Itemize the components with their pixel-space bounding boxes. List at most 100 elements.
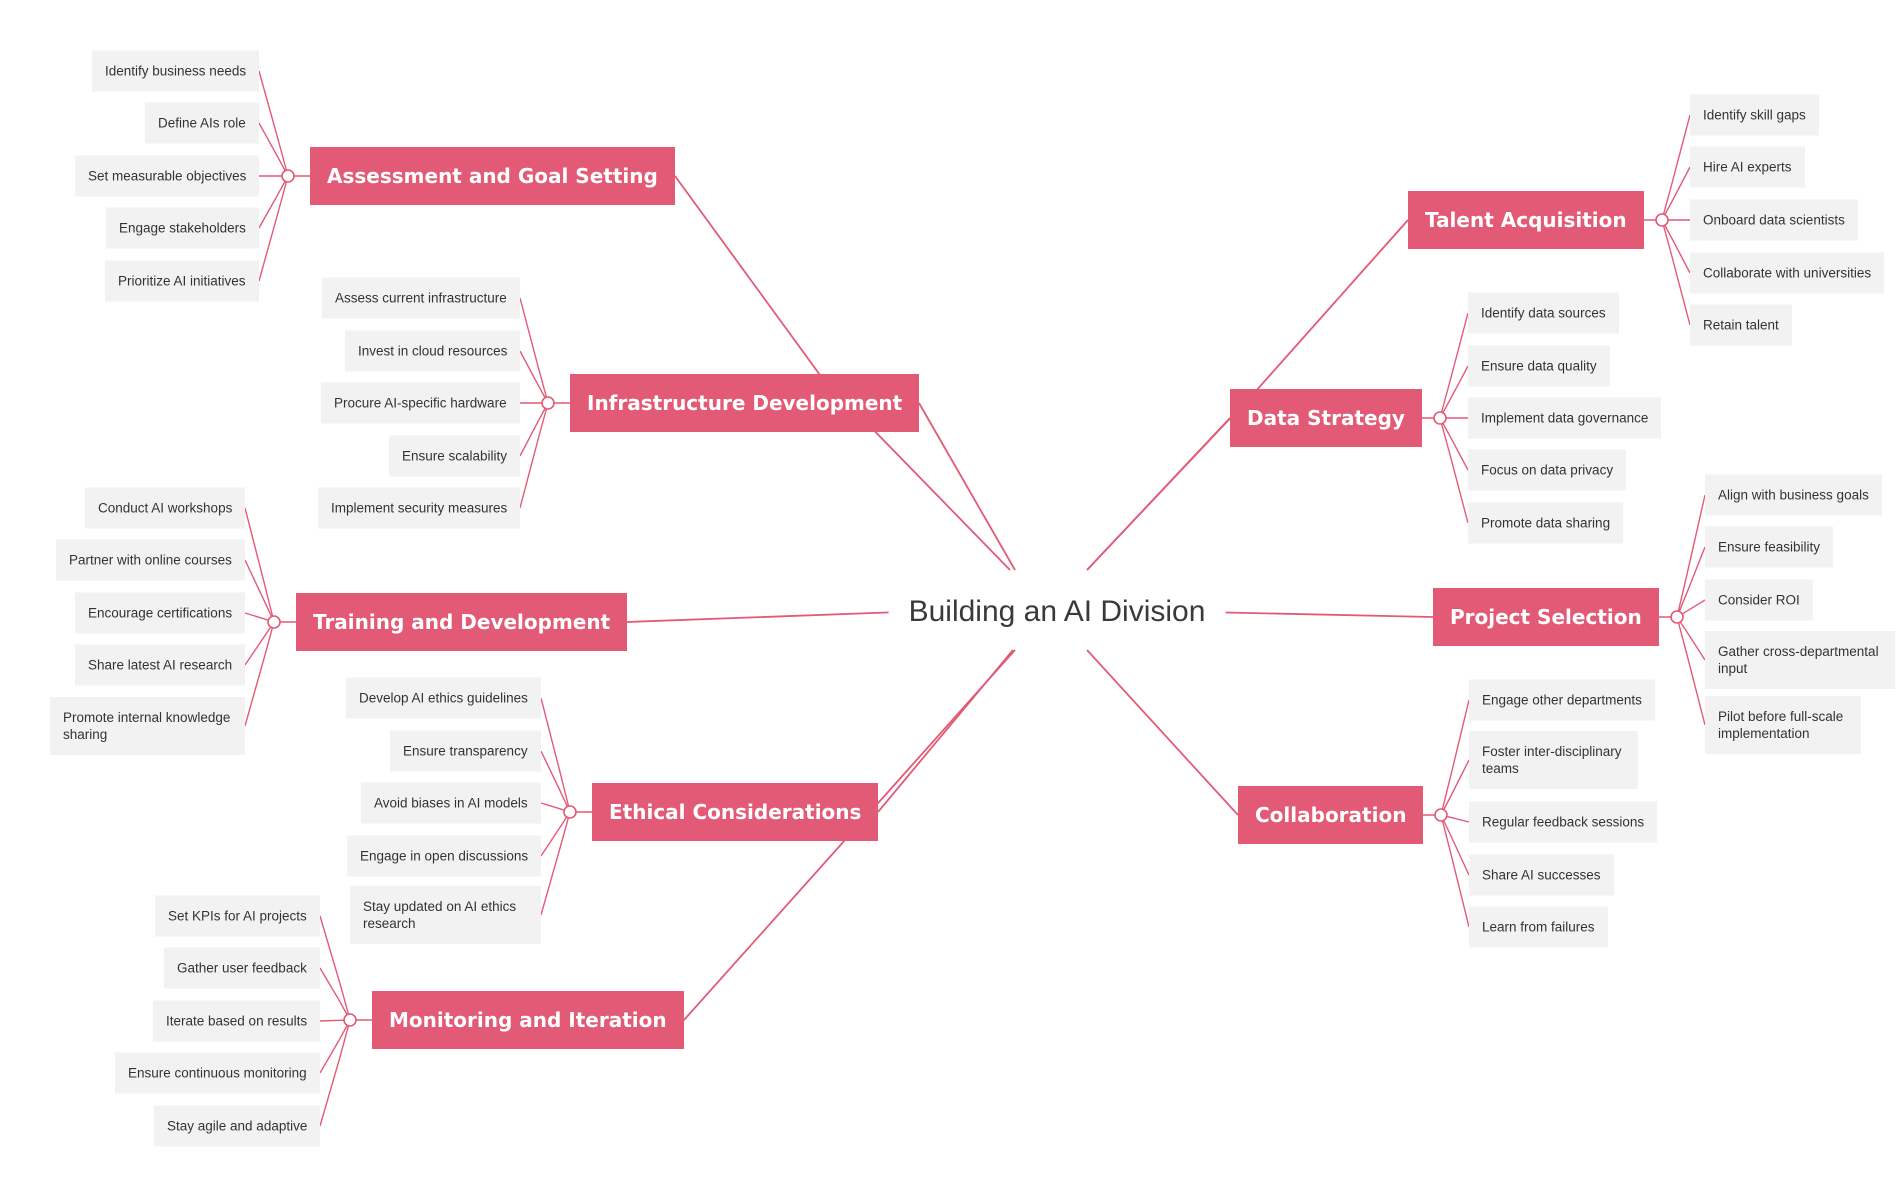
junction-node-icon[interactable] — [343, 1013, 357, 1027]
leaf-node[interactable]: Gather cross-departmental input — [1705, 631, 1895, 689]
leaf-node[interactable]: Engage in open discussions — [347, 835, 542, 877]
branch-monitoring-and-iteration[interactable]: Monitoring and Iteration — [372, 991, 684, 1049]
branch-talent-acquisition[interactable]: Talent Acquisition — [1408, 191, 1644, 249]
leaf-node[interactable]: Hire AI experts — [1690, 146, 1805, 188]
junction-node-icon[interactable] — [1434, 808, 1448, 822]
leaf-connector — [258, 175, 289, 282]
leaf-connector — [1440, 699, 1470, 816]
leaf-node[interactable]: Promote internal knowledge sharing — [50, 697, 245, 755]
leaf-node[interactable]: Focus on data privacy — [1468, 449, 1627, 491]
leaf-connector — [319, 1019, 351, 1127]
junction-node-icon[interactable] — [281, 169, 295, 183]
junction-node-icon[interactable] — [1670, 610, 1684, 624]
leaf-connector — [540, 811, 571, 916]
leaf-connector — [1439, 365, 1469, 419]
leaf-node[interactable]: Set measurable objectives — [75, 155, 260, 197]
leaf-connector — [519, 402, 549, 509]
leaf-node[interactable]: Learn from failures — [1469, 906, 1608, 948]
branch-collaboration[interactable]: Collaboration — [1238, 786, 1424, 844]
leaf-node[interactable]: Share AI successes — [1469, 854, 1614, 896]
leaf-connector — [1439, 417, 1469, 471]
leaf-connector — [258, 175, 289, 229]
leaf-node[interactable]: Stay agile and adaptive — [154, 1105, 321, 1147]
junction-node-icon[interactable] — [563, 805, 577, 819]
leaf-node[interactable]: Stay updated on AI ethics research — [350, 886, 541, 944]
leaf-connector — [1661, 166, 1691, 221]
leaf-connector — [1676, 494, 1706, 618]
leaf-node[interactable]: Identify business needs — [92, 50, 260, 92]
branch-ethical-considerations[interactable]: Ethical Considerations — [592, 783, 879, 841]
leaf-connector — [244, 621, 275, 727]
leaf-node[interactable]: Identify data sources — [1468, 292, 1619, 334]
leaf-connector — [1439, 312, 1469, 419]
leaf-node[interactable]: Iterate based on results — [153, 1000, 321, 1042]
leaf-node[interactable]: Engage stakeholders — [106, 207, 259, 249]
leaf-connector — [258, 70, 289, 177]
leaf-node[interactable]: Consider ROI — [1705, 579, 1813, 621]
leaf-node[interactable]: Ensure continuous monitoring — [115, 1052, 320, 1094]
trunk-connector — [626, 611, 901, 623]
leaf-node[interactable]: Encourage certifications — [75, 592, 246, 634]
leaf-node[interactable]: Gather user feedback — [164, 947, 320, 989]
branch-project-selection[interactable]: Project Selection — [1433, 588, 1659, 646]
leaf-connector — [540, 697, 571, 813]
leaf-node[interactable]: Pilot before full-scale implementation — [1705, 696, 1861, 754]
leaf-node[interactable]: Define AIs role — [145, 102, 259, 144]
leaf-connector — [540, 750, 571, 813]
leaf-node[interactable]: Identify skill gaps — [1690, 94, 1819, 136]
leaf-connector — [1440, 814, 1470, 876]
leaf-node[interactable]: Partner with online courses — [56, 539, 245, 581]
central-topic[interactable]: Building an AI Division — [888, 589, 1226, 635]
junction-node-icon[interactable] — [267, 615, 281, 629]
leaf-connector — [519, 297, 549, 404]
leaf-node[interactable]: Implement security measures — [318, 487, 521, 529]
leaf-node[interactable]: Ensure transparency — [390, 730, 541, 772]
branch-infrastructure-development[interactable]: Infrastructure Development — [570, 374, 920, 432]
leaf-node[interactable]: Onboard data scientists — [1690, 199, 1858, 241]
leaf-node[interactable]: Conduct AI workshops — [85, 487, 246, 529]
leaf-node[interactable]: Ensure scalability — [389, 435, 521, 477]
leaf-node[interactable]: Invest in cloud resources — [345, 330, 521, 372]
leaf-node[interactable]: Retain talent — [1690, 304, 1792, 346]
leaf-node[interactable]: Ensure feasibility — [1705, 526, 1834, 568]
leaf-node[interactable]: Promote data sharing — [1468, 502, 1624, 544]
leaf-node[interactable]: Share latest AI research — [75, 644, 246, 686]
leaf-node[interactable]: Engage other departments — [1469, 679, 1655, 721]
leaf-node[interactable]: Avoid biases in AI models — [361, 782, 541, 824]
leaf-connector — [258, 122, 289, 177]
leaf-node[interactable]: Prioritize AI initiatives — [105, 260, 259, 302]
leaf-connector — [319, 1019, 351, 1074]
branch-training-and-development[interactable]: Training and Development — [296, 593, 628, 651]
leaf-connector — [1440, 814, 1470, 928]
leaf-connector — [319, 967, 351, 1021]
leaf-node[interactable]: Foster inter-disciplinary teams — [1469, 731, 1638, 789]
leaf-node[interactable]: Align with business goals — [1705, 474, 1882, 516]
leaf-connector — [1676, 616, 1706, 726]
trunk-connector — [1202, 611, 1434, 618]
branch-assessment-and-goal-setting[interactable]: Assessment and Goal Setting — [310, 147, 675, 205]
junction-node-icon[interactable] — [1655, 213, 1669, 227]
leaf-connector — [1676, 546, 1706, 618]
leaf-connector — [319, 915, 351, 1021]
junction-node-icon[interactable] — [541, 396, 555, 410]
leaf-connector — [244, 559, 275, 623]
leaf-node[interactable]: Set KPIs for AI projects — [155, 895, 320, 937]
junction-node-icon[interactable] — [1433, 411, 1447, 425]
leaf-node[interactable]: Regular feedback sessions — [1469, 801, 1658, 843]
leaf-connector — [519, 350, 549, 404]
trunk-connector — [1086, 417, 1231, 571]
leaf-node[interactable]: Assess current infrastructure — [322, 277, 520, 319]
leaf-connector — [1661, 219, 1691, 274]
branch-data-strategy[interactable]: Data Strategy — [1230, 389, 1422, 447]
leaf-node[interactable]: Procure AI-specific hardware — [321, 382, 520, 424]
leaf-node[interactable]: Implement data governance — [1468, 397, 1662, 439]
leaf-node[interactable]: Collaborate with universities — [1690, 252, 1885, 294]
leaf-node[interactable]: Develop AI ethics guidelines — [346, 677, 541, 719]
leaf-connector — [1440, 759, 1470, 816]
leaf-connector — [1661, 219, 1691, 326]
trunk-connector — [1086, 649, 1239, 816]
leaf-node[interactable]: Ensure data quality — [1468, 345, 1610, 387]
trunk-connector — [918, 402, 1016, 571]
